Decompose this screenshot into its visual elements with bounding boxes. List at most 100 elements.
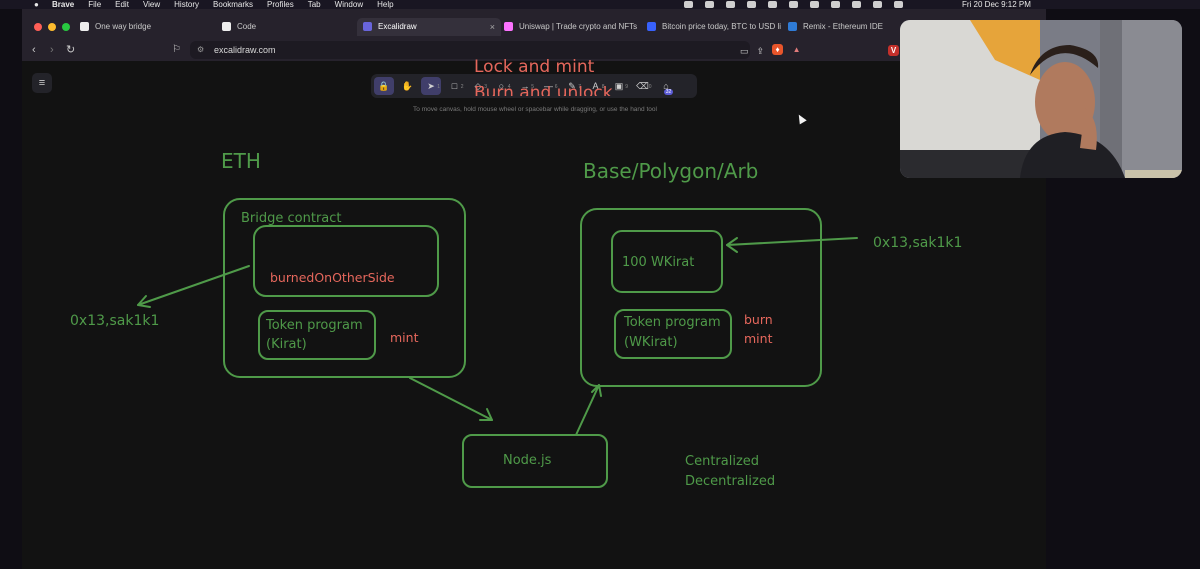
forward-icon[interactable]: › — [50, 44, 54, 56]
menu-item-profiles[interactable]: Profiles — [267, 0, 294, 9]
line-tool[interactable]: —6 — [539, 77, 559, 95]
uniswap-icon — [504, 22, 513, 32]
tool-shortcut-key: 1 — [437, 84, 440, 90]
status-icon[interactable] — [705, 1, 714, 8]
lock-icon: 🔒 — [378, 81, 390, 91]
close-window-button[interactable] — [34, 23, 42, 31]
bookmark-icon[interactable]: ⚐ — [172, 44, 181, 55]
brave-shields-icon[interactable]: ♦ — [772, 44, 784, 55]
burn-and-unlock-title[interactable]: Burn and unlock — [474, 86, 613, 96]
brave-rewards-icon[interactable]: ▲ — [792, 45, 801, 54]
token-program-kirat-line2[interactable]: (Kirat) — [266, 337, 307, 352]
diamond-tool[interactable]: ◇3 — [468, 77, 488, 95]
wifi-icon[interactable] — [852, 1, 861, 8]
address-left[interactable]: 0x13,sak1k1 — [70, 313, 160, 329]
token-program-wkirat-line2[interactable]: (WKirat) — [624, 335, 678, 350]
tool-shortcut-key: 7 — [578, 84, 581, 90]
selection-icon: ➤ — [427, 81, 435, 91]
coinmarketcap-icon — [647, 22, 656, 32]
image-tool[interactable]: ▣9 — [609, 77, 629, 95]
token-program-wkirat-line1[interactable]: Token program — [624, 315, 721, 330]
menu-item-file[interactable]: File — [88, 0, 102, 9]
menu-item-view[interactable]: View — [142, 0, 161, 9]
lock-and-mint-title[interactable]: Lock and mint — [474, 57, 595, 77]
apple-menu-icon[interactable]: ● — [34, 0, 39, 9]
site-settings-icon[interactable]: ⚙ — [197, 45, 205, 54]
nodejs-label[interactable]: Node.js — [503, 453, 552, 468]
close-tab-icon[interactable]: × — [489, 22, 495, 32]
nodejs-box — [462, 434, 608, 488]
hand-tool[interactable]: ✋ — [398, 77, 418, 95]
arrowhead-wkirat — [726, 237, 738, 253]
macos-menu-bar: ● Brave File Edit View History Bookmarks Profi… — [0, 0, 1200, 9]
main-menu-button[interactable]: ≡ — [32, 73, 52, 93]
tab-6[interactable]: Remix - Ethereum IDE — [788, 18, 898, 36]
decentralized-label[interactable]: Decentralized — [685, 474, 776, 489]
tab-4[interactable]: Uniswap | Trade crypto and NFTs — [504, 18, 642, 36]
back-icon[interactable]: ‹ — [32, 44, 36, 56]
tab-label: One way bridge — [95, 22, 152, 31]
arrow-node-to-l2 — [575, 384, 600, 436]
menu-item-history[interactable]: History — [174, 0, 200, 9]
menu-item-help[interactable]: Help — [377, 0, 394, 9]
tab-label: Code — [237, 22, 257, 31]
image-icon: ▣ — [614, 81, 624, 91]
address-right[interactable]: 0x13,sak1k1 — [873, 235, 963, 251]
status-icon[interactable] — [726, 1, 735, 8]
status-icon[interactable] — [831, 1, 840, 8]
token-program-kirat-line1[interactable]: Token program — [266, 318, 363, 333]
share-icon[interactable]: ⇪ — [756, 46, 765, 56]
pencil-tool[interactable]: ✎7 — [562, 77, 582, 95]
rectangle-tool[interactable]: □2 — [445, 77, 465, 95]
selection-tool[interactable]: ➤1 — [421, 77, 441, 95]
status-icon[interactable] — [768, 1, 777, 8]
vpn-extension-icon[interactable]: V — [888, 45, 899, 56]
bridge-contract-label[interactable]: Bridge contract — [241, 211, 342, 226]
excalidraw-canvas[interactable] — [22, 61, 1046, 569]
control-center-icon[interactable] — [894, 1, 903, 8]
menu-item-bookmarks[interactable]: Bookmarks — [213, 0, 254, 9]
mint-label-right[interactable]: mint — [744, 331, 773, 346]
search-icon[interactable] — [873, 1, 882, 8]
lock-tool[interactable]: 🔒 — [374, 77, 394, 95]
menu-clock[interactable]: Fri 20 Dec 9:12 PM — [962, 0, 1031, 9]
eth-heading[interactable]: ETH — [221, 149, 261, 173]
minimize-window-button[interactable] — [48, 23, 56, 31]
library-tool[interactable]: ⌂32 — [656, 77, 676, 95]
arrowhead-l2 — [591, 384, 602, 397]
arrow-tool[interactable]: →5 — [515, 77, 535, 95]
wkirat-balance[interactable]: 100 WKirat — [622, 255, 695, 270]
eth-bridge-box — [223, 198, 466, 378]
cast-icon[interactable]: ▭ — [740, 46, 749, 56]
mint-label-left[interactable]: mint — [390, 330, 419, 345]
pencil-icon: ✎ — [568, 81, 576, 91]
status-icon[interactable] — [684, 1, 693, 8]
menu-item-window[interactable]: Window — [334, 0, 364, 9]
reload-icon[interactable]: ↻ — [66, 44, 76, 56]
ellipse-tool[interactable]: ○4 — [492, 77, 512, 95]
status-icon[interactable] — [810, 1, 819, 8]
status-icon[interactable] — [747, 1, 756, 8]
menu-item-brave[interactable]: Brave — [52, 0, 75, 9]
centralized-label[interactable]: Centralized — [685, 454, 760, 469]
tab-3[interactable]: Excalidraw× — [357, 18, 501, 36]
l2-heading[interactable]: Base/Polygon/Arb — [583, 159, 759, 183]
notion-icon — [80, 22, 89, 32]
tab-2[interactable]: Code — [222, 18, 352, 36]
status-icon[interactable] — [789, 1, 798, 8]
app-menus: Brave File Edit View History Bookmarks Profile… — [52, 0, 394, 9]
eraser-tool[interactable]: ⌫0 — [633, 77, 653, 95]
address-bar-actions: ▭ ⇪ ♦ ▲ — [740, 44, 802, 58]
address-bar[interactable]: ⚙ excalidraw.com — [190, 41, 750, 59]
tab-label: Bitcoin price today, BTC to USD li — [662, 22, 782, 31]
url-text: excalidraw.com — [214, 45, 276, 55]
burned-on-other-side-label[interactable]: burnedOnOtherSide — [270, 270, 395, 285]
tab-5[interactable]: Bitcoin price today, BTC to USD li — [647, 18, 785, 36]
menu-item-tab[interactable]: Tab — [307, 0, 321, 9]
tab-1[interactable]: One way bridge — [80, 18, 210, 36]
burn-label[interactable]: burn — [744, 312, 773, 327]
menu-item-edit[interactable]: Edit — [115, 0, 129, 9]
zoom-window-button[interactable] — [62, 23, 70, 31]
